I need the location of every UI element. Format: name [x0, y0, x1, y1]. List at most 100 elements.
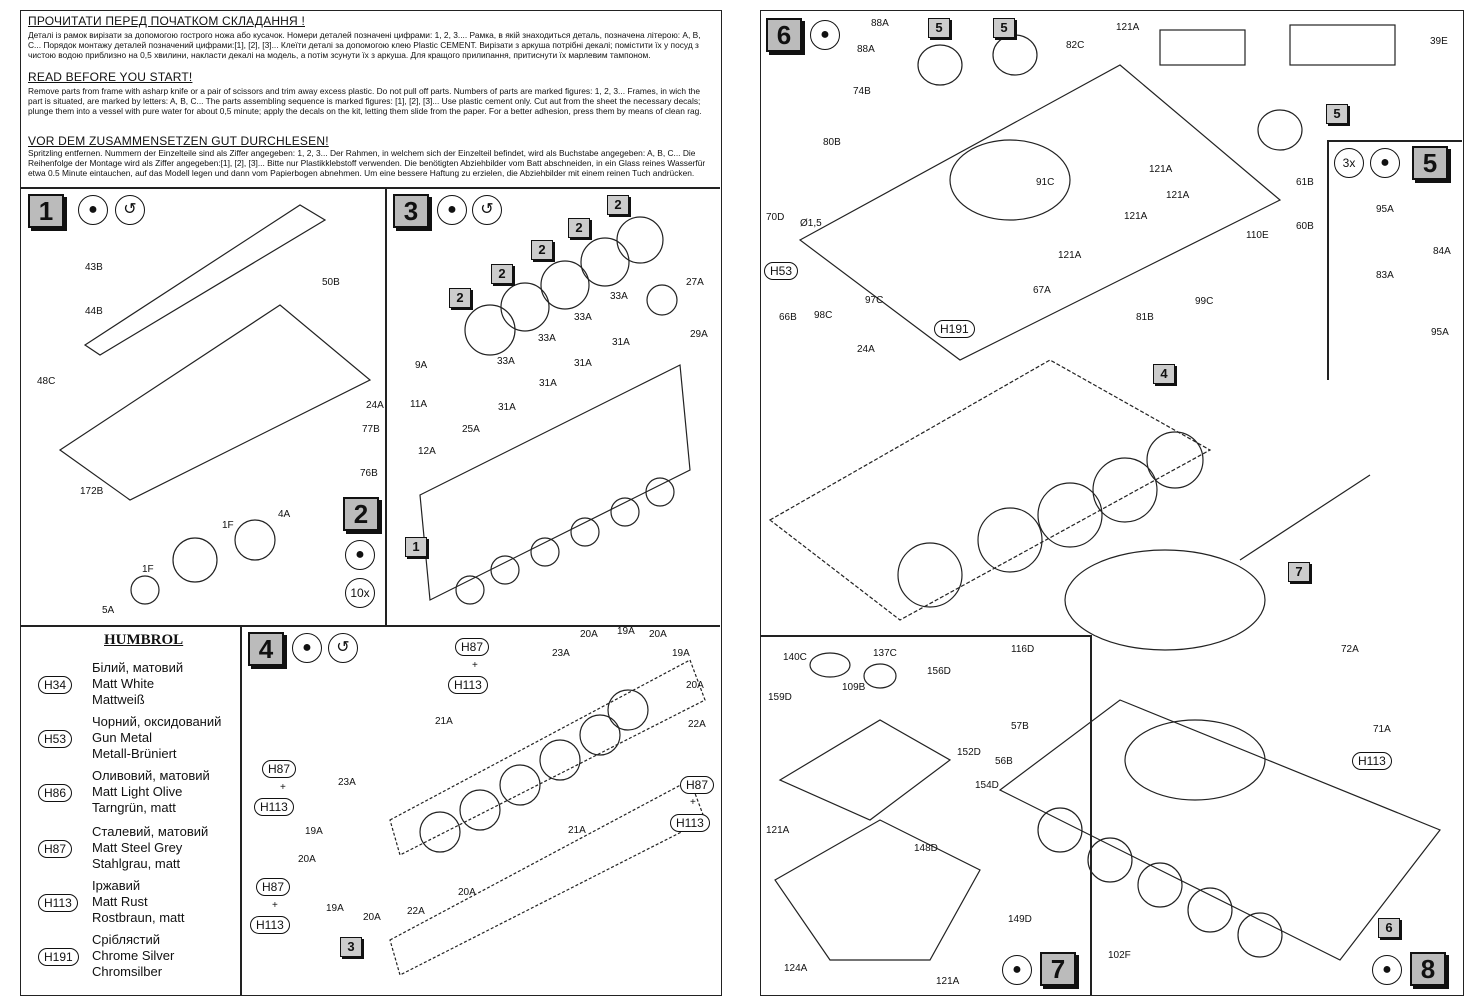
step-5-badge: 5	[1412, 146, 1448, 180]
tracks-drawing	[389, 659, 706, 976]
sub-assembly-badge: 6	[1378, 918, 1400, 938]
glue-drop-icon: ●	[1370, 148, 1400, 178]
part-number-label: 19A	[617, 626, 635, 637]
hull-bottom-drawing	[58, 204, 372, 501]
part-number-label: 66B	[779, 312, 797, 323]
part-number-label: 4A	[278, 509, 291, 520]
divider	[385, 187, 387, 625]
part-number-label: 121A	[1116, 22, 1140, 33]
part-number-label: 95A	[1431, 327, 1449, 338]
part-number-label: 140C	[783, 652, 807, 663]
part-number-label: 31A	[498, 402, 516, 413]
paint-callout: H87	[262, 760, 297, 778]
part-number-label: 121A	[1166, 190, 1190, 201]
paint-name-de: Mattweiß	[92, 692, 145, 707]
paint-callout: H113	[448, 676, 488, 694]
part-number-label: 39E	[1430, 36, 1448, 47]
paint-code: H86	[38, 784, 73, 802]
divider	[20, 625, 720, 627]
part-number-label: 102F	[1108, 950, 1131, 961]
paint-name-de: Metall-Brüniert	[92, 746, 177, 761]
step-1-badge: 1	[28, 194, 64, 228]
part-number-label: 149D	[1008, 914, 1032, 925]
paint-name-de: Rostbraun, matt	[92, 910, 185, 925]
part-number-label: 121A	[936, 976, 960, 987]
glue-drop-icon: ●	[292, 633, 322, 663]
plus-sign: +	[272, 900, 278, 911]
glue-drop-icon: ●	[1002, 955, 1032, 985]
paint-name-de: Chromsilber	[92, 964, 163, 979]
glue-drop-icon: ●	[1372, 955, 1402, 985]
part-number-label: 56B	[995, 756, 1013, 767]
sub-assembly-badge: 2	[531, 240, 553, 260]
sub-assembly-badge: 2	[491, 264, 513, 284]
part-number-label: 1F	[142, 564, 154, 575]
step-4-badge: 4	[248, 632, 284, 666]
right-page	[760, 10, 1464, 996]
part-number-label: 172B	[80, 486, 104, 497]
sub-assembly-badge: 3	[340, 937, 362, 957]
ua-title: ПРОЧИТАТИ ПЕРЕД ПОЧАТКОМ СКЛАДАННЯ !	[28, 14, 305, 28]
divider	[760, 635, 1090, 637]
paint-name-ua: Оливовий, матовий	[92, 768, 210, 783]
part-number-label: 156D	[927, 666, 951, 677]
paint-callout: H113	[670, 814, 710, 832]
glue-drop-icon: ●	[437, 195, 467, 225]
paint-code: H53	[38, 730, 73, 748]
part-number-label: 24A	[857, 344, 875, 355]
paint-name-en: Chrome Silver	[92, 948, 175, 963]
glue-drop-icon: ●	[345, 540, 375, 570]
step-7-badge: 7	[1040, 952, 1076, 986]
plus-sign: +	[690, 797, 696, 808]
part-number-label: 148D	[914, 843, 938, 854]
part-number-label: 121A	[766, 825, 790, 836]
part-number-label: 44B	[85, 306, 103, 317]
quantity: 3x	[1342, 156, 1356, 170]
part-number-label: 98C	[814, 310, 833, 321]
part-number-label: 77B	[362, 424, 380, 435]
part-number-label: 23A	[552, 648, 570, 659]
sub-assembly-badge: 5	[928, 18, 950, 38]
part-number-label: 27A	[686, 277, 704, 288]
part-number-label: 109B	[842, 682, 866, 693]
glue-drop-icon: ●	[810, 20, 840, 50]
sub-assembly-badge: 2	[449, 288, 471, 308]
cement-icon: ↺	[472, 195, 502, 225]
part-number-label: Ø1,5	[800, 218, 822, 229]
en-text: Remove parts from frame with asharp knif…	[28, 86, 702, 116]
step-6-badge: 6	[766, 18, 802, 52]
part-number-label: 91C	[1036, 177, 1055, 188]
paint-name-en: Matt Steel Grey	[92, 840, 183, 855]
part-number-label: 23A	[338, 777, 356, 788]
upper-hull-drawing	[798, 24, 1396, 361]
paint-callout: H113	[1352, 752, 1392, 770]
turret-parts-drawing	[774, 652, 981, 961]
ua-text: Деталі із рамок вирізати за допомогою го…	[28, 30, 701, 60]
sub-assembly-badge: 5	[1326, 104, 1348, 124]
paint-name-ua: Чорний, оксидований	[92, 714, 222, 729]
part-number-label: 12A	[418, 446, 436, 457]
divider	[1327, 140, 1329, 380]
plus-sign: +	[472, 660, 478, 671]
step-8-badge: 8	[1410, 952, 1446, 986]
road-wheels-drawing	[419, 216, 691, 605]
part-number-label: 31A	[574, 358, 592, 369]
part-number-label: 116D	[1011, 644, 1035, 655]
divider	[1327, 140, 1462, 142]
paint-code: H191	[38, 948, 79, 966]
part-number-label: 159D	[768, 692, 792, 703]
step-3-badge: 3	[393, 194, 429, 228]
qty-icon: 10x	[345, 578, 375, 608]
part-number-label: 71A	[1373, 724, 1391, 735]
part-number-label: 121A	[1149, 164, 1173, 175]
part-number-label: 33A	[574, 312, 592, 323]
part-number-label: 20A	[298, 854, 316, 865]
sub-assembly-badge: 2	[568, 218, 590, 238]
part-number-label: 95A	[1376, 204, 1394, 215]
part-number-label: 31A	[612, 337, 630, 348]
part-number-label: 121A	[1124, 211, 1148, 222]
part-number-label: 152D	[957, 747, 981, 758]
finished-tank-drawing	[998, 699, 1441, 961]
step-2-badge: 2	[343, 497, 379, 531]
